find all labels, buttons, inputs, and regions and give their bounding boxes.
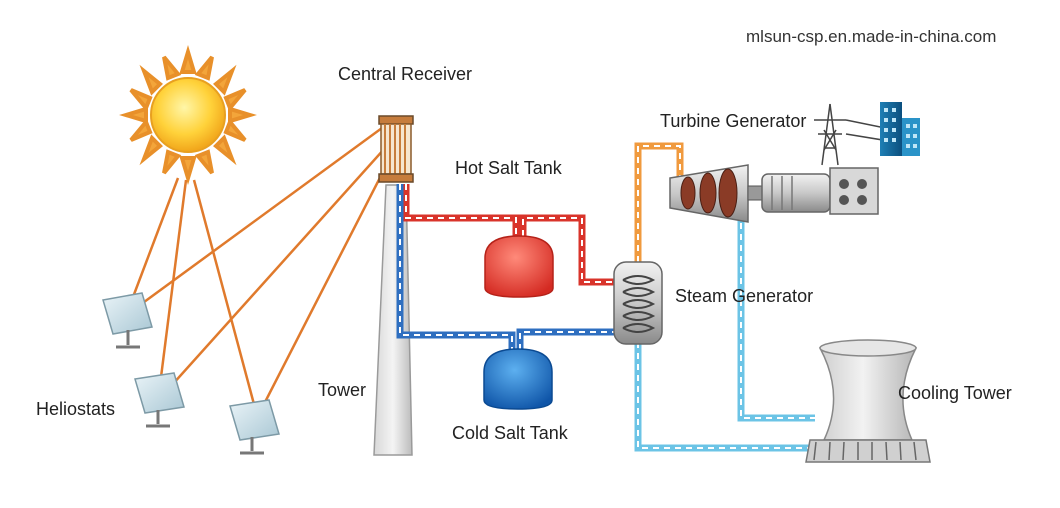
cold-salt-tank [483,348,553,410]
label-steam-generator: Steam Generator [675,286,814,306]
water-line [634,212,815,452]
label-turbine-generator: Turbine Generator [660,111,807,131]
sun-icon [119,45,257,185]
transmission-pylon-icon [814,103,896,166]
heliostat-2 [134,372,185,428]
label-hot-salt-tank: Hot Salt Tank [455,158,562,178]
central-receiver [378,115,414,183]
turbine-generator [669,164,879,223]
city-buildings-icon [880,102,920,156]
label-tower: Tower [318,380,367,400]
label-cooling-tower: Cooling Tower [898,383,1012,403]
cold-salt-line [396,184,618,350]
steam-line [634,142,684,262]
sun-rays [128,177,257,409]
label-heliostats: Heliostats [36,399,116,419]
reflected-rays [139,126,390,409]
cooling-tower [805,339,931,463]
hot-salt-tank [484,235,554,298]
heliostat-3 [229,399,280,455]
label-central-receiver: Central Receiver [338,64,473,84]
tower [373,184,413,456]
watermark: mlsun-csp.en.made-in-china.com [746,27,997,46]
label-cold-salt-tank: Cold Salt Tank [452,423,568,443]
steam-generator [613,261,663,345]
heliostat-1 [102,292,153,349]
hot-salt-line [402,184,618,286]
